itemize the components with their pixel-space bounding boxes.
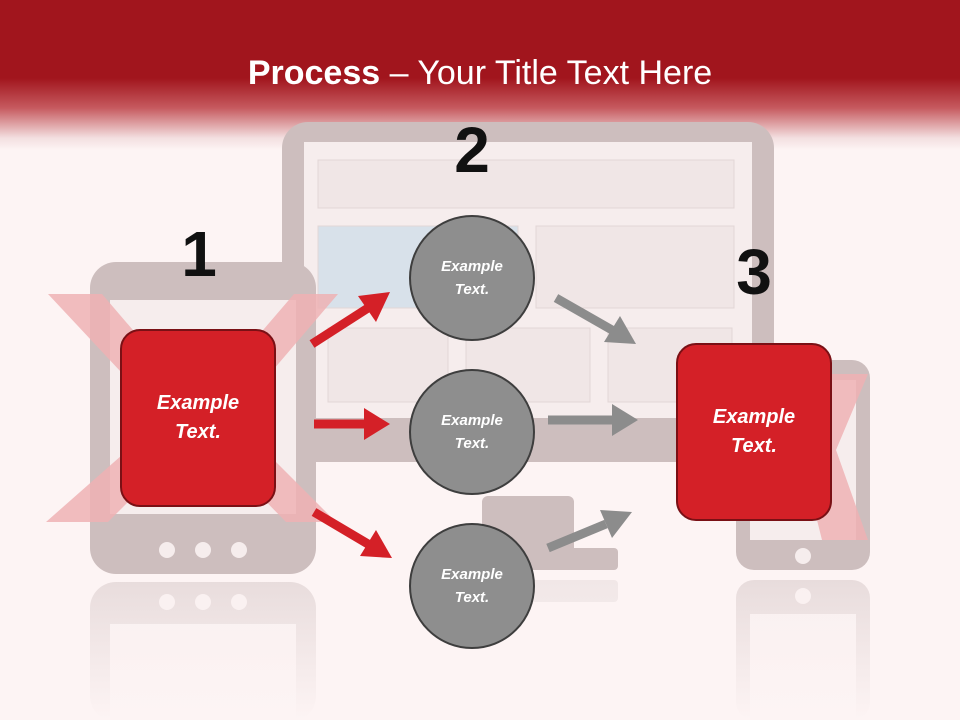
title-bold: Process <box>247 54 381 92</box>
step-number-3: 3 <box>736 236 772 308</box>
circle-bottom: Example Text. <box>409 523 535 649</box>
arrow-gray-up <box>546 510 632 553</box>
slide-title: Process – Your Title Text Here <box>0 54 960 93</box>
right-red-box: Example Text. <box>676 343 832 521</box>
arrow-red-down <box>311 508 392 558</box>
arrow-red-straight <box>314 408 390 440</box>
arrow-gray-straight <box>548 404 638 436</box>
arrow-red-up <box>309 292 390 348</box>
step-number-1: 1 <box>181 218 217 290</box>
title-rest: – Your Title Text Here <box>380 54 713 92</box>
circle-middle: Example Text. <box>409 369 535 495</box>
circle-top: Example Text. <box>409 215 535 341</box>
step-number-2: 2 <box>454 114 490 186</box>
arrow-gray-down <box>553 294 636 344</box>
left-red-box: Example Text. <box>120 329 276 507</box>
